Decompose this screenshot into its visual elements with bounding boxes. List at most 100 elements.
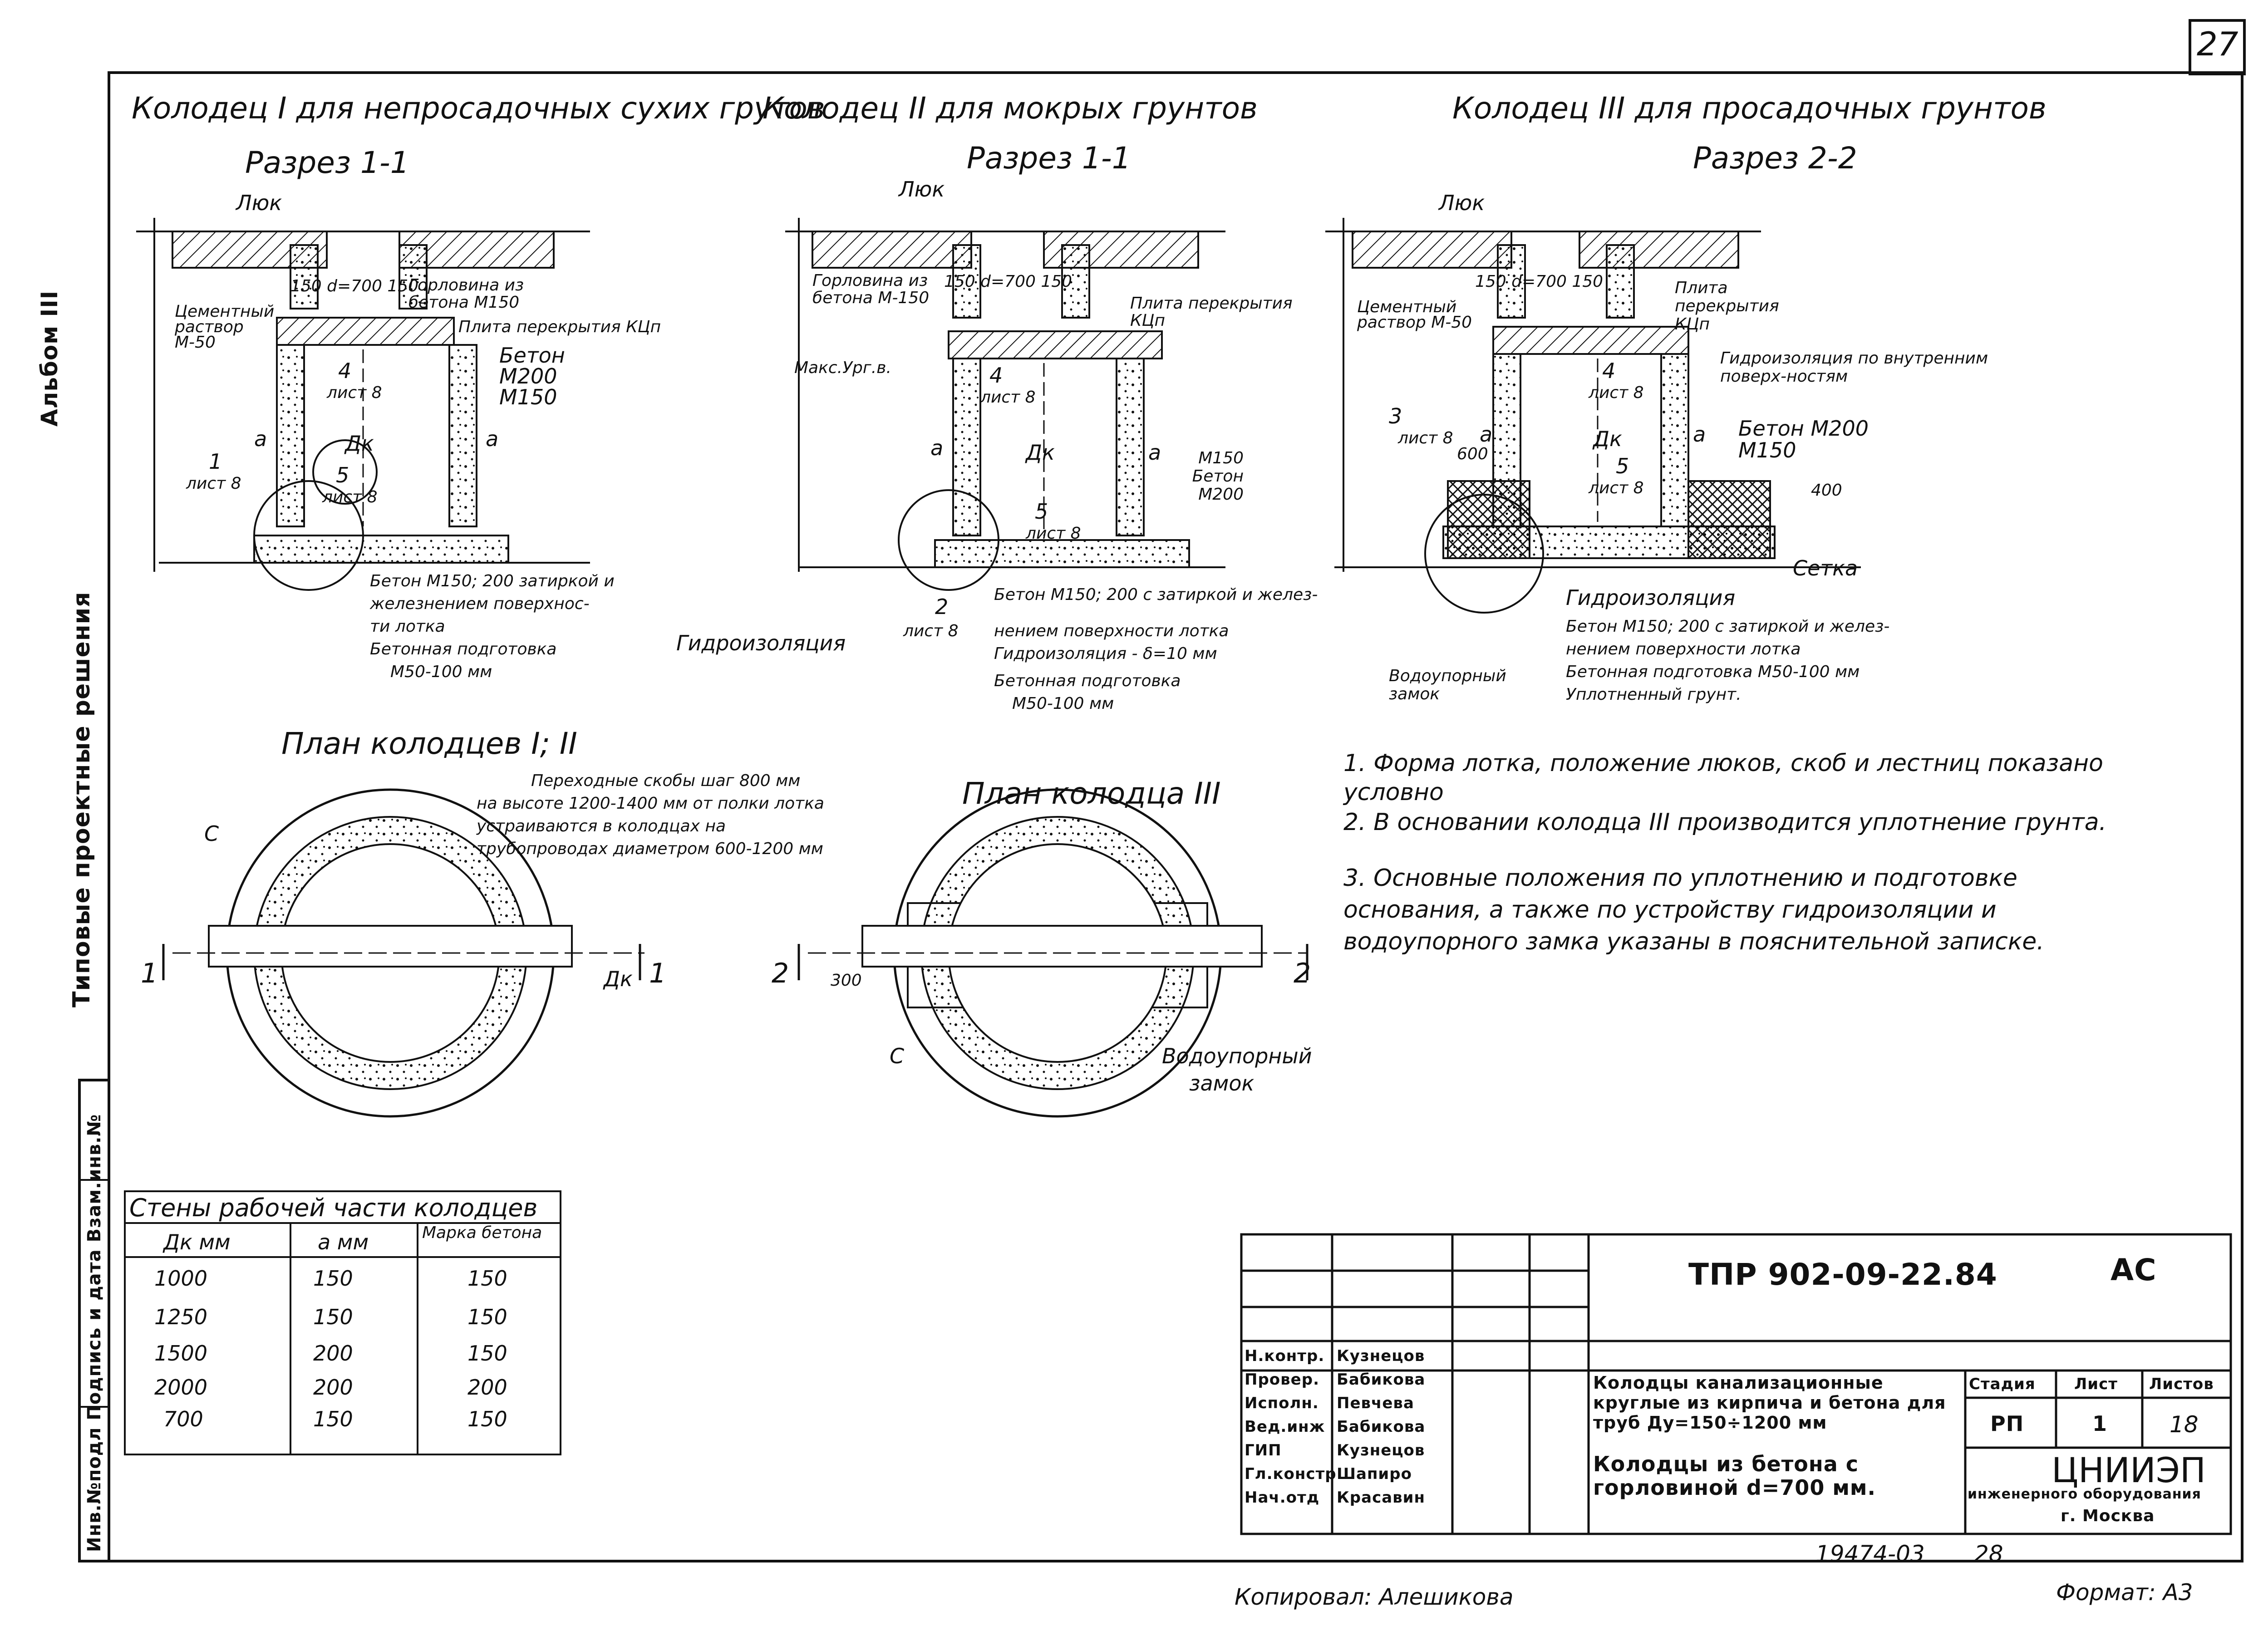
w3-bottom3: Бетонная подготовка М50-100 мм (1566, 663, 1860, 681)
w3-bottom2: нением поверхности лотка (1566, 640, 1801, 658)
w1-mortar-label: Цементный раствор М-50 (175, 302, 275, 352)
w3-dim400: 400 (1811, 481, 1842, 500)
w3-mortar: Цементный раствор М-50 (1357, 298, 1472, 332)
org-city: г. Москва (2061, 1507, 2155, 1525)
w2-n2s: лист 8 (903, 622, 959, 640)
w3-bottom1: Бетон М150; 200 с затиркой и желез- (1566, 617, 1890, 636)
note-2: 2. В основании колодца III производится … (1343, 809, 2107, 836)
w2-n5s: лист 8 (1026, 524, 1081, 543)
table-header-grade: Марка бетона (422, 1223, 542, 1242)
table-cell: 200 (313, 1341, 353, 1366)
w2-bottom1: Бетон М150; 200 с затиркой и желез- (994, 585, 1318, 604)
w2-bottom2: нением поверхности лотка (994, 622, 1229, 640)
w2-dk: Дк (1026, 440, 1055, 465)
side-album: Альбом III (36, 290, 63, 427)
plan3-cut-right: 2 (1294, 958, 1311, 989)
well1-title: Колодец I для непросадочных сухих грутов (132, 91, 825, 126)
table-cell: 200 (313, 1375, 353, 1400)
w1-n4s: лист 8 (327, 383, 382, 402)
stage-header: Стадия (1969, 1375, 2036, 1393)
role: Вед.инж (1245, 1418, 1325, 1436)
doc-mark: АС (2111, 1253, 2157, 1287)
w3-slab: Плита перекрытия КЦп (1675, 279, 1779, 334)
sheets-header: Листов (2149, 1375, 2214, 1393)
role: Исполн. (1245, 1394, 1319, 1412)
inv-number: 19474-03 (1815, 1541, 1925, 1567)
format: Формат: А3 (2056, 1579, 2193, 1606)
w1-dk: Дк (345, 431, 374, 456)
sheet-frame (108, 71, 2243, 1562)
side-stamp: Инв.№подл Подпись и дата Взам.инв.№ (84, 1114, 105, 1552)
table-cell: 150 (467, 1305, 507, 1329)
table-cell: 1500 (154, 1341, 208, 1366)
w1-bottom5: М50-100 мм (390, 663, 492, 681)
person: Кузнецов (1337, 1441, 1425, 1459)
w1-n1: 1 (209, 449, 222, 474)
w3-a-right: а (1693, 422, 1706, 447)
w3-n4s: лист 8 (1589, 383, 1644, 402)
table-cell: 150 (313, 1407, 353, 1431)
copied-by: Копировал: Алешикова (1235, 1584, 1514, 1610)
table-cell: 2000 (154, 1375, 208, 1400)
w1-neck-label: Горловина из бетона М150 (408, 276, 524, 312)
sheet-name: Колодцы из бетона с горловиной d=700 мм. (1593, 1452, 1876, 1500)
plan12-cut-right: 1 (649, 958, 667, 989)
person: Красавин (1337, 1489, 1425, 1507)
w3-n3: 3 (1389, 404, 1402, 428)
plan3-c: С (890, 1044, 905, 1068)
plan3-cut-left: 2 (772, 958, 789, 989)
plan3-title: План колодца III (962, 776, 1221, 811)
w3-n4: 4 (1602, 359, 1616, 383)
note-3: 3. Основные положения по уплотнению и по… (1343, 865, 2044, 955)
well3-title: Колодец III для просадочных грунтов (1452, 91, 2047, 126)
table-cell: 150 (467, 1266, 507, 1291)
steps-note-3: устраиваются в колодцах на (477, 817, 726, 835)
person: Певчева (1337, 1394, 1414, 1412)
note-1: 1. Форма лотка, положение люков, скоб и … (1343, 750, 2103, 806)
well2-section-drawing (785, 218, 1225, 591)
w2-waterproof: Гидроизоляция (676, 631, 846, 655)
cut22-title: Разрез 2-2 (1693, 141, 1857, 176)
table-cell: 1250 (154, 1305, 208, 1329)
w2-n2: 2 (935, 594, 949, 619)
w1-n4: 4 (338, 359, 352, 383)
plan12-title: План колодцев I; II (281, 726, 577, 761)
w3-dim600: 600 (1457, 445, 1488, 463)
well1-section-drawing (136, 218, 590, 591)
w1-n5s: лист 8 (322, 488, 378, 506)
plan3-dim300: 300 (831, 971, 862, 990)
w1-n5: 5 (336, 463, 349, 487)
w2-a-left: а (930, 436, 944, 460)
sheets-value: 18 (2170, 1411, 2199, 1438)
w2-a-right: а (1148, 440, 1161, 465)
w3-a-left: а (1480, 422, 1493, 447)
well3-section-drawing (1325, 218, 1861, 614)
w1-bottom1: Бетон М150; 200 затиркой и (370, 572, 615, 590)
w2-n5: 5 (1035, 499, 1048, 524)
person: Шапиро (1337, 1465, 1412, 1483)
w3-bottom0: Гидроизоляция (1566, 585, 1736, 610)
w2-bottom4: Бетонная подготовка (994, 672, 1181, 690)
w1-bottom4: Бетонная подготовка (370, 640, 557, 658)
w3-n3s: лист 8 (1398, 429, 1453, 447)
cut11-b-title: Разрез 1-1 (967, 141, 1131, 176)
stamp-strip (78, 1079, 110, 1562)
w2-bottom5: М50-100 мм (1012, 694, 1114, 713)
w2-slab-label: Плита перекрытия КЦп (1130, 294, 1293, 330)
role: Гл.констр (1245, 1465, 1337, 1483)
table-cell: 150 (313, 1266, 353, 1291)
page-number: 28 (1974, 1541, 2003, 1567)
w1-n1s: лист 8 (186, 474, 241, 493)
w1-concrete-label: Бетон М200 М150 (499, 343, 565, 409)
w3-n5: 5 (1616, 454, 1629, 478)
org-sub: инженерного оборудования (1968, 1486, 2201, 1502)
person: Бабикова (1337, 1418, 1426, 1436)
plan3-drawing (797, 788, 1309, 1118)
w3-dk: Дк (1593, 427, 1622, 451)
plan12-dk: Дк (604, 967, 633, 991)
table-cell: 700 (163, 1407, 203, 1431)
steps-note-4: трубопроводах диаметром 600-1200 мм (477, 840, 823, 858)
role: Нач.отд (1245, 1489, 1320, 1507)
table-cell: 150 (467, 1341, 507, 1366)
w1-hatch-label: Люк (236, 191, 282, 215)
